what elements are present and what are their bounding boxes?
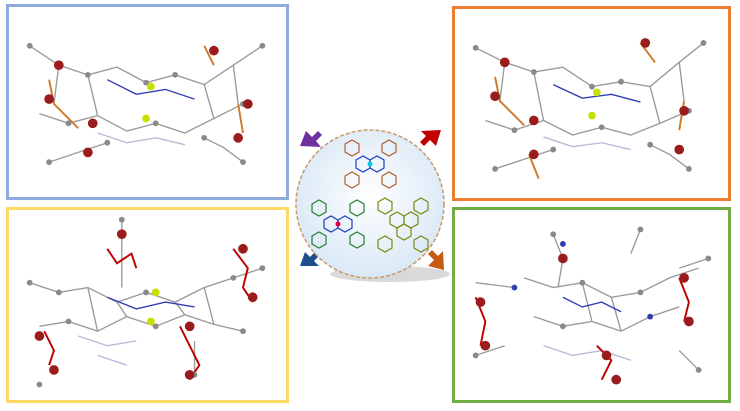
- molecular-structure-top-right: [472, 38, 707, 179]
- panel-bottom-left: [6, 207, 289, 403]
- panel-top-left: [6, 4, 289, 200]
- panel-top-right: [452, 6, 731, 201]
- molecular-structure-bottom-right: [472, 226, 712, 385]
- molecular-structure-top-left: [26, 42, 266, 166]
- molecular-structure-bottom-left: [26, 216, 266, 388]
- ligand-circle: [295, 129, 450, 282]
- panel-bottom-right: [452, 207, 731, 403]
